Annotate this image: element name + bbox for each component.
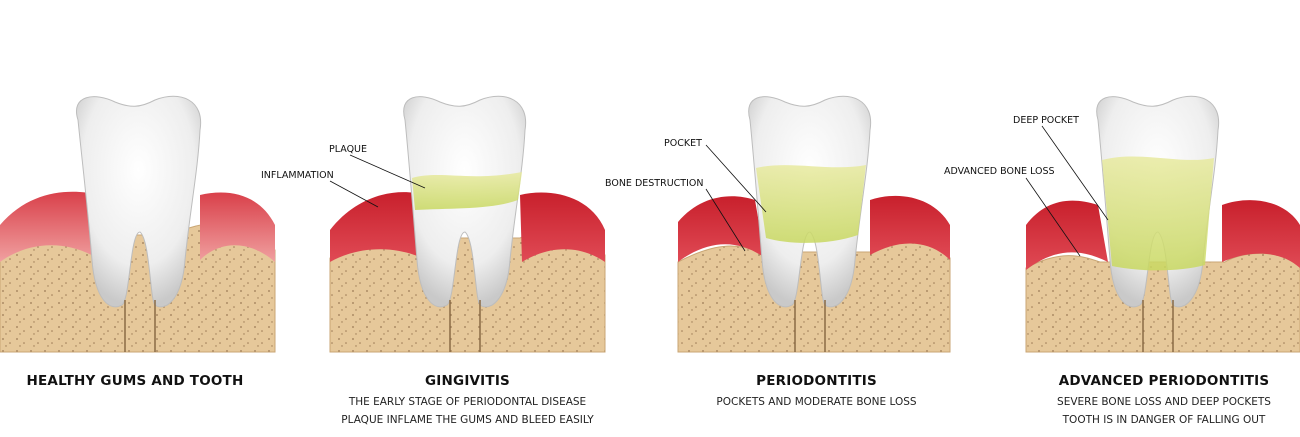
gum: [200, 192, 275, 262]
root-canal: [449, 300, 481, 352]
panel-title: ADVANCED PERIODONTITIS: [1058, 373, 1270, 389]
plaque: [756, 165, 866, 243]
root-canal: [1142, 300, 1174, 352]
label-bone-destruction: BONE DESTRUCTION: [605, 178, 703, 189]
caption-healthy: HEALTHY GUMS AND TOOTH: [0, 373, 270, 389]
root-canal: [124, 300, 156, 352]
root-canal: [794, 300, 826, 352]
gum: [0, 191, 100, 262]
gum: [870, 195, 950, 260]
panel-subtitle: THE EARLY STAGE OF PERIODONTAL DISEASE: [348, 396, 587, 408]
leader-line-deep-pocket: [1041, 125, 1109, 221]
caption-periodontitis: PERIODONTITIS POCKETS AND MODERATE BONE …: [684, 373, 949, 411]
plaque: [1102, 156, 1214, 271]
leader-line-pocket: [705, 144, 767, 213]
panel-periodontitis: [677, 95, 951, 353]
tooth: [76, 95, 202, 308]
bone: [329, 231, 606, 353]
plaque: [412, 172, 522, 210]
gum: [1222, 200, 1300, 268]
panel-title: PERIODONTITIS: [756, 373, 877, 389]
panel-subtitle: POCKETS AND MODERATE BONE LOSS: [716, 396, 917, 408]
leader-line-bone-destruction: [705, 188, 746, 252]
caption-gingivitis: GINGIVITIS THE EARLY STAGE OF PERIODONTA…: [335, 373, 600, 429]
leader-line-inflammation: [329, 180, 379, 208]
label-plaque: PLAQUE: [329, 144, 367, 155]
gum: [1026, 200, 1108, 270]
leader-line-advanced-bone-loss: [1025, 177, 1081, 257]
panel-title: HEALTHY GUMS AND TOOTH: [26, 373, 244, 389]
panel-gingivitis: [329, 95, 606, 353]
panel-subtitle: TOOTH IS IN DANGER OF FALLING OUT: [1062, 414, 1266, 426]
label-pocket: POCKET: [664, 138, 702, 149]
gum: [678, 196, 765, 262]
caption-advanced-periodontitis: ADVANCED PERIODONTITIS SEVERE BONE LOSS …: [1030, 373, 1298, 429]
panel-subtitle: SEVERE BONE LOSS AND DEEP POCKETS: [1057, 396, 1271, 408]
panel-subtitle: PLAQUE INFLAME THE GUMS AND BLEED EASILY: [341, 414, 594, 426]
leader-line-plaque: [349, 154, 426, 189]
panel-healthy: [0, 95, 276, 353]
label-advanced-bone-loss: ADVANCED BONE LOSS: [944, 166, 1055, 177]
label-deep-pocket: DEEP POCKET: [1013, 115, 1079, 126]
bone: [677, 242, 951, 353]
panel-title: GINGIVITIS: [425, 373, 510, 389]
label-inflammation: INFLAMMATION: [261, 170, 334, 181]
gum: [330, 192, 430, 262]
panel-advanced-periodontitis: [1025, 95, 1300, 353]
gum: [520, 192, 605, 262]
